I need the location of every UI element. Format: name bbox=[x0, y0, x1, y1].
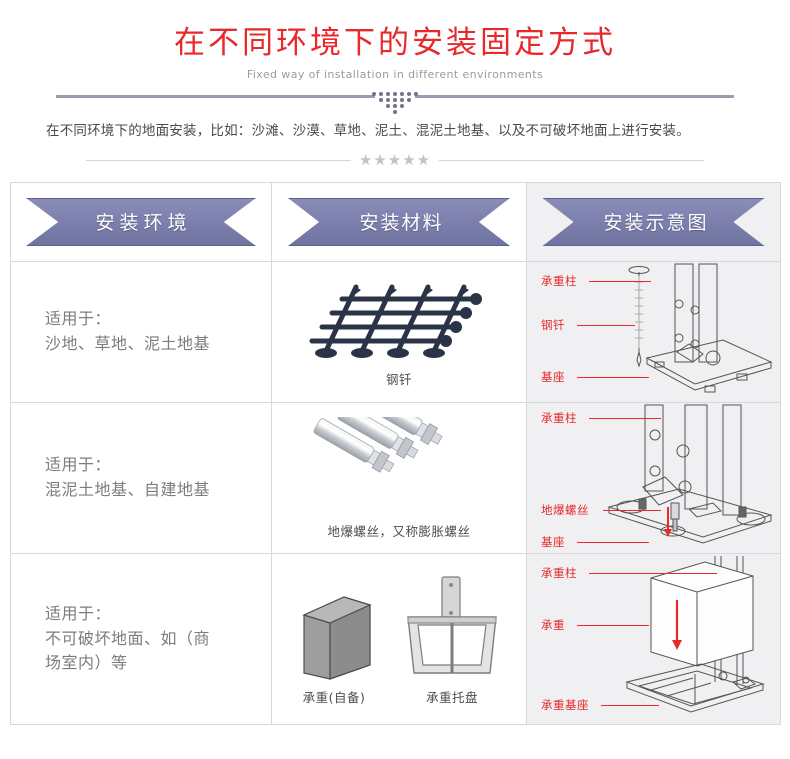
diagram-label-3-2: 承重基座 bbox=[541, 698, 589, 712]
ribbon-banner-material: 安装材料 bbox=[288, 198, 510, 246]
star-divider-line-left bbox=[86, 160, 351, 161]
diagram-label-3-1: 承重 bbox=[541, 618, 565, 632]
cell-material-3: 承重(自备) bbox=[271, 553, 527, 725]
environment-line-2a: 适用于： bbox=[45, 455, 112, 475]
divider-line-left bbox=[56, 94, 375, 98]
diagram-label-1-2: 基座 bbox=[541, 370, 565, 384]
weight-block-icon bbox=[292, 587, 376, 683]
divider-line-right bbox=[415, 94, 734, 98]
environment-line-3c: 场室内）等 bbox=[45, 653, 128, 673]
page-subtitle: Fixed way of installation in different e… bbox=[246, 67, 544, 81]
description-text: 在不同环境下的地面安装，比如：沙滩、沙漠、草地、泥土、混泥土地基、以及不可破坏地… bbox=[46, 122, 690, 139]
cell-material-1: 钢钎 bbox=[271, 261, 527, 403]
cell-diagram-3: 承重柱 承重 承重基座 bbox=[526, 553, 781, 725]
environment-text-2: 适用于： 混泥土地基、自建地基 bbox=[11, 453, 271, 503]
environment-line-1a: 适用于： bbox=[45, 309, 112, 329]
material-item-weight-tray: 承重托盘 bbox=[398, 573, 506, 706]
diagram-label-2-2: 基座 bbox=[541, 535, 565, 549]
column-header-environment: 安装环境 bbox=[10, 182, 272, 262]
installation-table: 安装环境 安装材料 安装示意图 适用于： 沙地、草地、泥土地基 bbox=[10, 182, 781, 725]
page-title: 在不同环境下的安装固定方式 bbox=[174, 25, 616, 61]
diagram-label-3-0: 承重柱 bbox=[541, 566, 577, 580]
expansion-bolts-icon bbox=[272, 416, 526, 517]
cell-environment-2: 适用于： 混泥土地基、自建地基 bbox=[10, 402, 272, 554]
steel-nails-grid-icon bbox=[272, 277, 526, 365]
ribbon-banner-environment: 安装环境 bbox=[26, 198, 256, 246]
material-caption-3a: 承重(自备) bbox=[302, 689, 366, 705]
counterweight-tray-assembly-diagram: 承重柱 承重 承重基座 bbox=[527, 554, 781, 724]
expansion-bolt-base-assembly-diagram: 承重柱 地爆螺丝 基座 bbox=[527, 403, 781, 553]
diagram-label-2-0: 承重柱 bbox=[541, 411, 577, 425]
material-item-weight-block: 承重(自备) bbox=[292, 587, 376, 706]
material-caption-1: 钢钎 bbox=[385, 371, 412, 387]
table-row: 适用于： 混泥土地基、自建地基 bbox=[10, 402, 781, 554]
cell-diagram-2: 承重柱 地爆螺丝 基座 bbox=[526, 402, 781, 554]
star-divider: ★★★★★ bbox=[46, 153, 744, 168]
nail-base-assembly-diagram: 承重柱 钢钎 基座 bbox=[527, 262, 781, 402]
description-section: 在不同环境下的地面安装，比如：沙滩、沙漠、草地、泥土、混泥土地基、以及不可破坏地… bbox=[0, 121, 790, 168]
cell-environment-1: 适用于： 沙地、草地、泥土地基 bbox=[10, 261, 272, 403]
environment-text-1: 适用于： 沙地、草地、泥土地基 bbox=[11, 307, 271, 357]
diagram-label-1-0: 承重柱 bbox=[541, 274, 577, 288]
ribbon-banner-diagram: 安装示意图 bbox=[542, 198, 765, 246]
dot-triangle-icon bbox=[0, 91, 790, 115]
column-header-material: 安装材料 bbox=[271, 182, 527, 262]
cell-environment-3: 适用于： 不可破坏地面、如（商 场室内）等 bbox=[10, 553, 272, 725]
diagram-label-1-1: 钢钎 bbox=[541, 318, 565, 332]
table-row: 适用于： 不可破坏地面、如（商 场室内）等 bbox=[10, 553, 781, 725]
column-header-diagram: 安装示意图 bbox=[526, 182, 781, 262]
material-caption-2: 地爆螺丝，又称膨胀螺丝 bbox=[327, 523, 471, 539]
environment-line-2b: 混泥土地基、自建地基 bbox=[45, 480, 211, 499]
environment-line-1b: 沙地、草地、泥土地基 bbox=[45, 334, 211, 353]
star-divider-line-right bbox=[439, 160, 704, 161]
table-header-row: 安装环境 安装材料 安装示意图 bbox=[10, 182, 781, 262]
cell-diagram-1: 承重柱 钢钎 基座 bbox=[526, 261, 781, 403]
material-caption-3b: 承重托盘 bbox=[425, 689, 478, 705]
table-row: 适用于： 沙地、草地、泥土地基 bbox=[10, 261, 781, 403]
page-header: 在不同环境下的安装固定方式 Fixed way of installation … bbox=[0, 0, 790, 121]
environment-line-3a: 适用于： bbox=[45, 603, 112, 623]
stars-icon: ★★★★★ bbox=[358, 151, 432, 169]
cell-material-2: 地爆螺丝，又称膨胀螺丝 bbox=[271, 402, 527, 554]
weight-tray-icon bbox=[398, 573, 506, 683]
environment-line-3b: 不可破坏地面、如（商 bbox=[45, 628, 211, 648]
diagram-label-2-1: 地爆螺丝 bbox=[541, 503, 589, 517]
title-divider bbox=[0, 91, 790, 121]
environment-text-3: 适用于： 不可破坏地面、如（商 场室内）等 bbox=[11, 602, 271, 676]
